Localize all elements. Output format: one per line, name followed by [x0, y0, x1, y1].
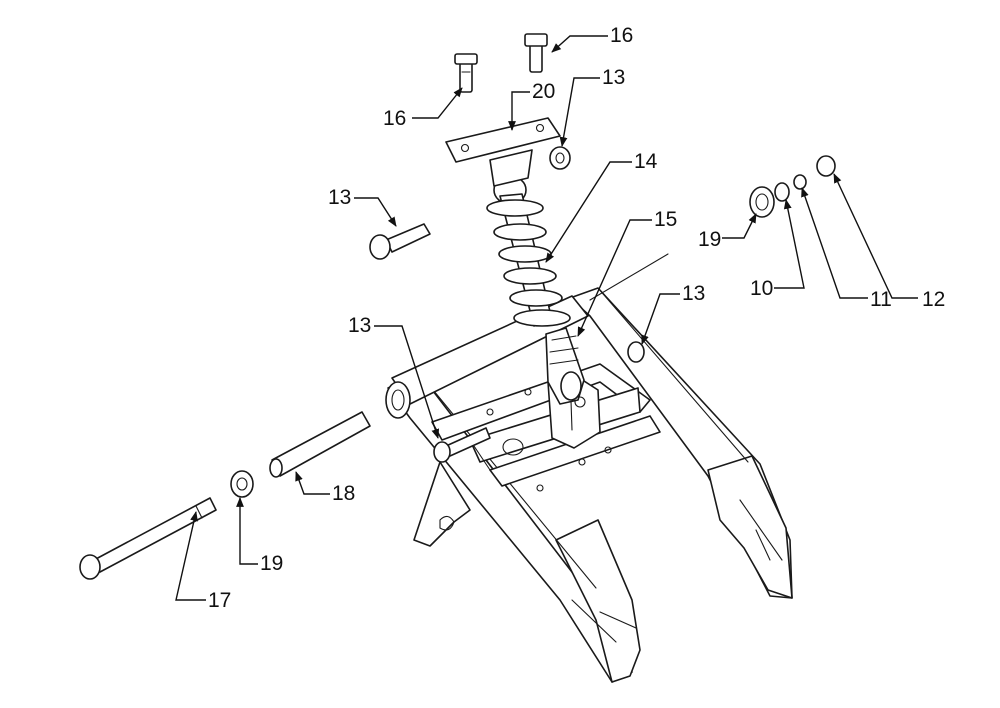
callout-14: 14 — [634, 150, 658, 173]
callout-20: 20 — [532, 80, 555, 103]
top-mount-plate — [445, 117, 561, 187]
callout-19-right: 19 — [698, 228, 721, 251]
callout-15: 15 — [654, 208, 677, 231]
nut-13-top — [549, 146, 571, 170]
bolt-13-left — [369, 223, 431, 260]
bushing-19-right — [749, 186, 775, 218]
nut-12 — [816, 155, 836, 177]
callout-12: 12 — [922, 288, 945, 311]
washer-10 — [774, 182, 790, 202]
bushing-19-left — [230, 470, 254, 498]
callout-13-right: 13 — [682, 282, 705, 305]
long-bolt-17 — [79, 497, 217, 580]
coil-spring — [486, 199, 571, 327]
sleeve-18 — [269, 411, 371, 478]
callout-17: 17 — [208, 589, 231, 612]
leader-lines — [175, 35, 918, 601]
shock-absorber — [486, 175, 585, 405]
nut-13-right — [627, 341, 645, 363]
bolt-16-left — [454, 53, 478, 93]
swing-arm — [385, 287, 793, 683]
bolt-16-right — [524, 33, 548, 73]
bolt-13-mid — [433, 427, 491, 463]
callout-13-top: 13 — [602, 66, 625, 89]
callout-11: 11 — [870, 288, 892, 311]
callout-19-left: 19 — [260, 552, 283, 575]
callout-18: 18 — [332, 482, 355, 505]
washer-11 — [793, 174, 807, 190]
callout-labels: 16 16 20 13 14 15 13 19 10 11 12 13 13 1… — [208, 24, 945, 612]
callout-16-left: 16 — [383, 107, 406, 130]
callout-13-left: 13 — [328, 186, 351, 209]
callout-16-top: 16 — [610, 24, 633, 47]
callout-13-mid: 13 — [348, 314, 371, 337]
callout-10: 10 — [750, 277, 773, 300]
